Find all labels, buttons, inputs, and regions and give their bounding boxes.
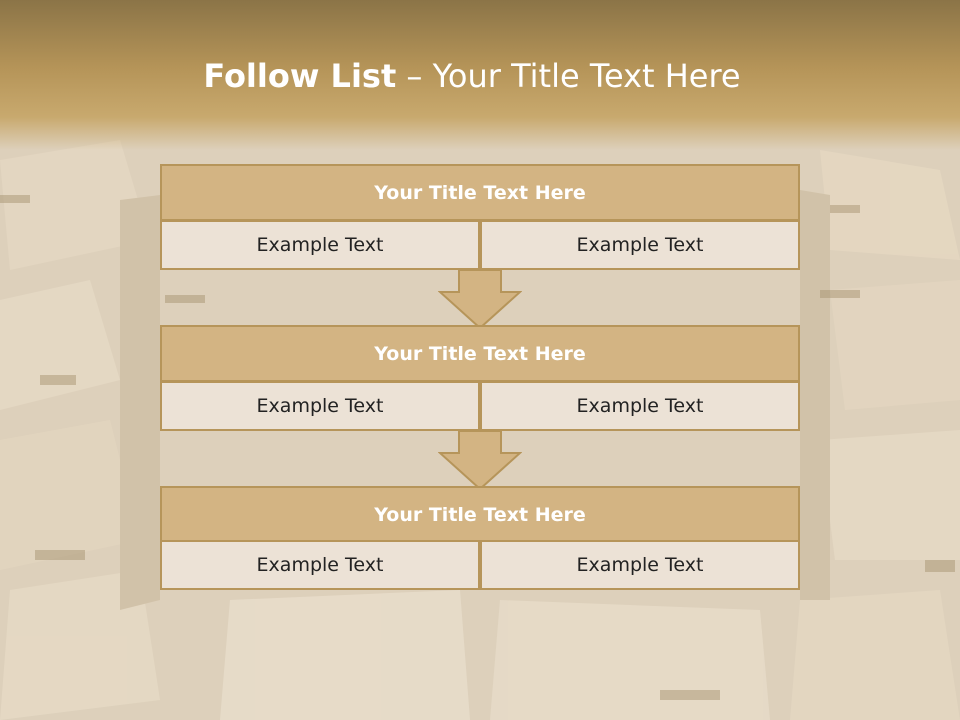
block-title: Your Title Text Here xyxy=(160,164,800,221)
block-title: Your Title Text Here xyxy=(160,325,800,382)
down-arrow-icon xyxy=(438,270,522,330)
block-title: Your Title Text Here xyxy=(160,486,800,543)
block-cell-left: Example Text xyxy=(160,381,480,431)
down-arrow-icon xyxy=(438,431,522,491)
slide-title: Follow List – Your Title Text Here xyxy=(0,54,944,98)
block-cell-right: Example Text xyxy=(480,220,800,270)
slide-title-bold: Follow List xyxy=(203,57,397,95)
header-band xyxy=(0,0,960,150)
block-cell-left: Example Text xyxy=(160,540,480,590)
block-cell-right: Example Text xyxy=(480,540,800,590)
block-cell-right: Example Text xyxy=(480,381,800,431)
block-cell-left: Example Text xyxy=(160,220,480,270)
slide-title-rest: – Your Title Text Here xyxy=(406,57,741,95)
